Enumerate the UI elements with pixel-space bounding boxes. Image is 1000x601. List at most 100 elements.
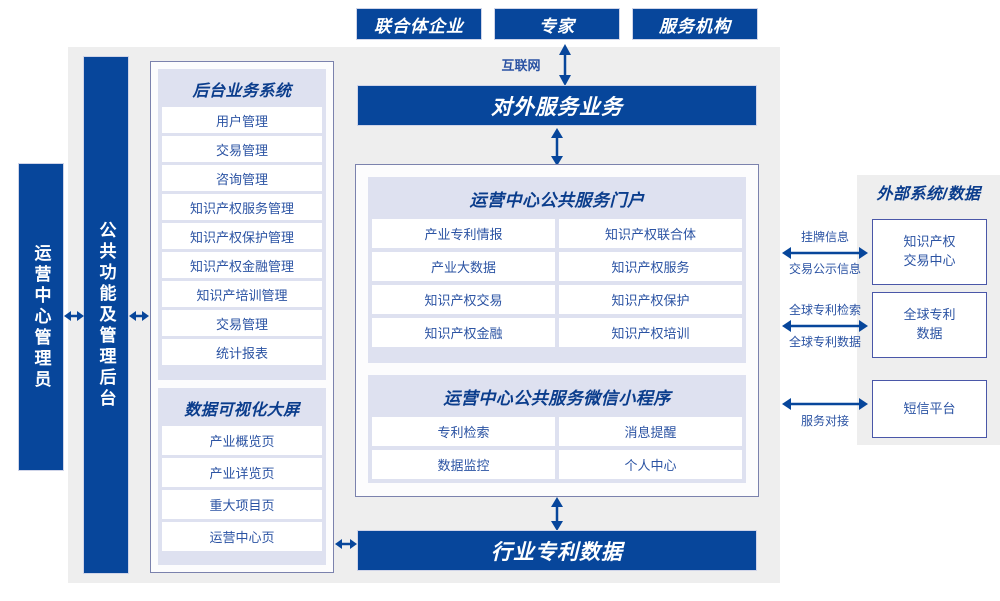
list-item-label: 知识产权金融管理: [189, 258, 294, 274]
miniprogram-item-label: 数据监控: [437, 458, 490, 473]
miniprogram-item[interactable]: 数据监控: [372, 450, 555, 479]
list-item[interactable]: 交易管理: [162, 310, 322, 336]
list-item[interactable]: 产业详览页: [162, 458, 322, 487]
list-item[interactable]: 统计报表: [162, 339, 322, 365]
portal-item[interactable]: 知识产权服务: [559, 252, 742, 281]
portal-item-label: 知识产权服务: [611, 260, 690, 275]
list-item[interactable]: 知识产权服务管理: [162, 194, 322, 220]
list-item-label: 统计报表: [215, 345, 268, 361]
list-item-label: 产业详览页: [209, 466, 275, 481]
portal-item-label: 产业大数据: [430, 260, 496, 275]
list-item[interactable]: 知识产权保护管理: [162, 223, 322, 249]
actor-box-expert[interactable]: 专家: [494, 8, 620, 40]
portal-item[interactable]: 产业大数据: [372, 252, 555, 281]
external-system-line2: 数据: [916, 326, 943, 341]
backend-system-title: 后台业务系统: [192, 83, 292, 100]
industry-patent-data-bar[interactable]: 行业专利数据: [357, 530, 757, 571]
list-item[interactable]: 重大项目页: [162, 490, 322, 519]
portal-to-data-arrow: [551, 497, 563, 531]
backend-system-group: 后台业务系统 用户管理 交易管理 咨询管理 知识产权服务管理 知识产权保护管理 …: [158, 69, 326, 380]
miniprogram-title: 运营中心公共服务微信小程序: [443, 389, 671, 408]
visualization-title: 数据可视化大屏: [184, 402, 300, 419]
list-item[interactable]: 用户管理: [162, 107, 322, 133]
external-system-line1: 短信平台: [903, 400, 956, 416]
portal-item-label: 知识产权交易: [424, 293, 503, 308]
portal-item-label: 知识产权金融: [424, 326, 503, 341]
external-system-line2: 交易中心: [903, 253, 956, 268]
portal-item[interactable]: 知识产权保护: [559, 285, 742, 314]
external-connection-label-below: 交易公示信息: [788, 262, 861, 276]
portal-item-label: 知识产权保护: [611, 293, 690, 308]
list-item[interactable]: 运营中心页: [162, 522, 322, 551]
list-item-label: 知识产权保护管理: [189, 229, 294, 245]
industry-patent-data-label: 行业专利数据: [491, 540, 623, 564]
external-system-ip-exchange[interactable]: 知识产权 交易中心: [872, 219, 987, 285]
actor-label: 联合体企业: [374, 16, 464, 36]
list-item-label: 重大项目页: [209, 498, 275, 513]
portal-item[interactable]: 知识产权金融: [372, 318, 555, 347]
common-to-backend-arrow: [129, 311, 149, 321]
miniprogram-group: 运营中心公共服务微信小程序 专利检索 消息提醒 数据监控 个人中心: [368, 375, 746, 483]
external-connection-label-below: 服务对接: [800, 414, 849, 428]
portal-title: 运营中心公共服务门户: [469, 191, 645, 210]
common-function-bar[interactable]: 公共功能及管理后台: [83, 56, 129, 574]
portal-item[interactable]: 知识产权交易: [372, 285, 555, 314]
portal-group: 运营中心公共服务门户 产业专利情报 知识产权联合体 产业大数据 知识产权服务 知…: [368, 177, 746, 363]
backend-to-data-arrow: [335, 539, 357, 549]
miniprogram-item-label: 消息提醒: [624, 425, 677, 440]
external-connection-label-above: 挂牌信息: [800, 230, 849, 244]
external-connection-arrow-3: [782, 398, 868, 410]
portal-item-label: 知识产权培训: [611, 326, 690, 341]
list-item-label: 交易管理: [215, 316, 268, 332]
list-item-label: 咨询管理: [215, 171, 268, 187]
list-item[interactable]: 知识产培训管理: [162, 281, 322, 307]
miniprogram-item-label: 个人中心: [624, 458, 677, 473]
visualization-group: 数据可视化大屏 产业概览页 产业详览页 重大项目页 运营中心页: [158, 388, 326, 565]
list-item-label: 交易管理: [215, 142, 268, 158]
portal-grid: 产业专利情报 知识产权联合体 产业大数据 知识产权服务 知识产权交易 知识产权保…: [372, 219, 742, 347]
miniprogram-item[interactable]: 专利检索: [372, 417, 555, 446]
list-item[interactable]: 咨询管理: [162, 165, 322, 191]
miniprogram-item[interactable]: 消息提醒: [559, 417, 742, 446]
operator-to-common-arrow: [64, 311, 84, 321]
operator-admin-label: 运营中心管理员: [31, 243, 51, 391]
portal-item-label: 知识产权联合体: [604, 227, 696, 242]
actor-label: 服务机构: [659, 16, 731, 36]
visualization-list: 产业概览页 产业详览页 重大项目页 运营中心页: [162, 426, 322, 551]
miniprogram-grid: 专利检索 消息提醒 数据监控 个人中心: [372, 417, 742, 479]
external-connection-arrow-1: [782, 247, 868, 259]
actor-box-service-org[interactable]: 服务机构: [632, 8, 758, 40]
backend-system-list: 用户管理 交易管理 咨询管理 知识产权服务管理 知识产权保护管理 知识产权金融管…: [162, 107, 322, 365]
external-system-global-patent[interactable]: 全球专利 数据: [872, 292, 987, 358]
list-item[interactable]: 交易管理: [162, 136, 322, 162]
portal-item[interactable]: 知识产权培训: [559, 318, 742, 347]
operator-admin-bar[interactable]: 运营中心管理员: [18, 163, 64, 471]
actor-label: 专家: [539, 16, 575, 36]
actor-box-consortium[interactable]: 联合体企业: [356, 8, 482, 40]
miniprogram-item[interactable]: 个人中心: [559, 450, 742, 479]
common-function-label: 公共功能及管理后台: [96, 220, 116, 410]
external-service-bar[interactable]: 对外服务业务: [357, 85, 757, 126]
portal-item[interactable]: 产业专利情报: [372, 219, 555, 248]
external-connection-label-below: 全球专利数据: [788, 335, 861, 349]
list-item-label: 运营中心页: [209, 530, 275, 545]
portal-item[interactable]: 知识产权联合体: [559, 219, 742, 248]
list-item-label: 用户管理: [215, 113, 268, 129]
external-system-sms-platform[interactable]: 短信平台: [872, 380, 987, 438]
internet-arrow: [559, 44, 571, 86]
external-service-label: 对外服务业务: [491, 95, 623, 119]
list-item[interactable]: 知识产权金融管理: [162, 252, 322, 278]
external-system-label: 全球专利 数据: [903, 306, 955, 344]
list-item[interactable]: 产业概览页: [162, 426, 322, 455]
miniprogram-item-label: 专利检索: [437, 425, 490, 440]
list-item-label: 产业概览页: [209, 434, 275, 449]
external-system-label: 短信平台: [903, 400, 955, 419]
internet-label: 互联网: [501, 58, 541, 73]
external-connection-label-above: 全球专利检索: [788, 303, 861, 317]
external-connection-arrow-2: [782, 320, 868, 332]
list-item-label: 知识产培训管理: [196, 287, 288, 303]
external-system-line1: 全球专利: [903, 307, 956, 323]
external-systems-title: 外部系统/数据: [876, 186, 981, 203]
list-item-label: 知识产权服务管理: [189, 200, 294, 216]
